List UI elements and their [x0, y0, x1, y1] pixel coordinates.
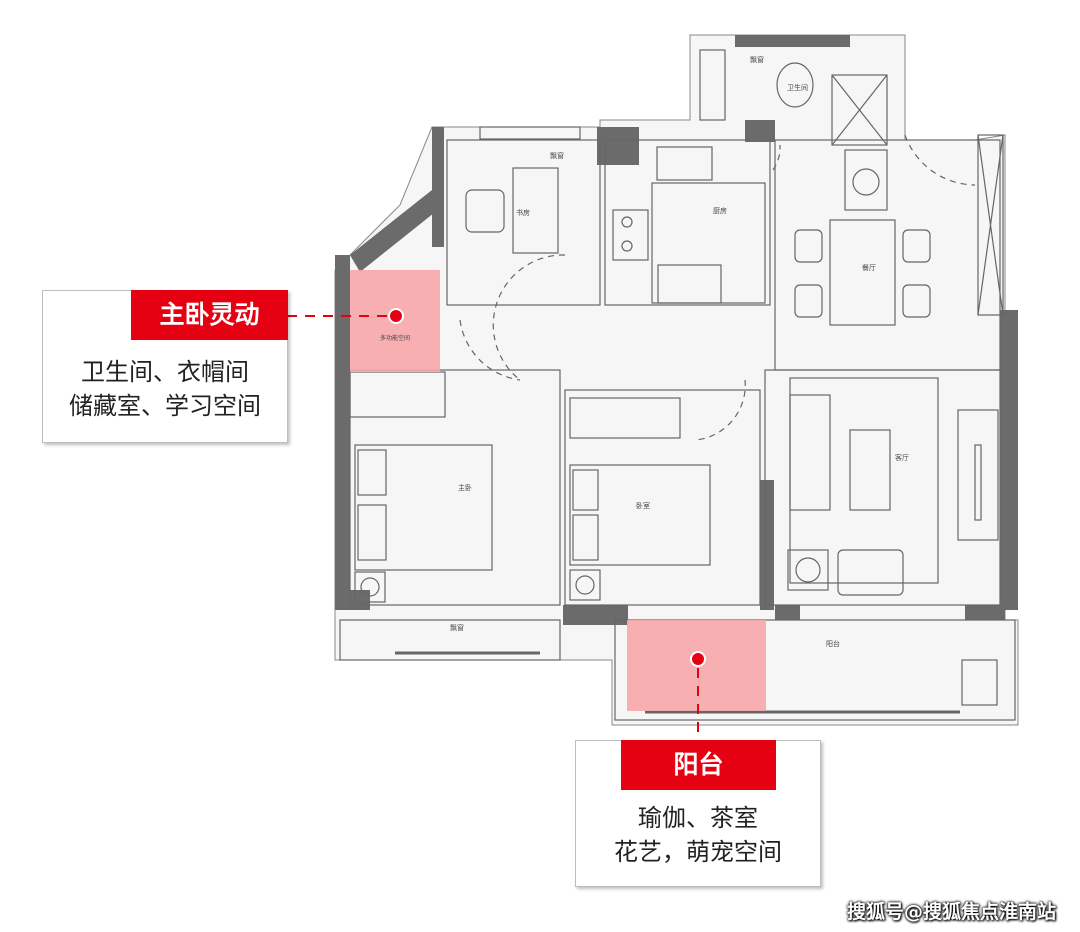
- callout-balcony: 阳台 瑜伽、茶室 花艺，萌宠空间: [575, 740, 821, 887]
- walls: [335, 35, 1018, 625]
- room-label-multi: 多功能空间: [380, 334, 410, 342]
- room-label-living: 客厅: [895, 453, 909, 462]
- room-label-second: 卧室: [636, 501, 650, 510]
- callout-line: 储藏室、学习空间: [69, 392, 261, 420]
- room-label-bath-window: 飘窗: [750, 55, 764, 64]
- room-label-kitchen: 厨房: [713, 206, 727, 215]
- room-label-study-bay: 飘窗: [550, 151, 564, 160]
- room-label-master: 主卧: [458, 483, 472, 492]
- watermark: 搜狐号@搜狐焦点淮南站: [846, 901, 1056, 923]
- callout-tag: 主卧灵动: [131, 290, 288, 340]
- callout-body: 卫生间、衣帽间 储藏室、学习空间: [43, 355, 287, 423]
- room-label-study: 书房: [516, 208, 530, 217]
- room-label-bottom-bay: 飘窗: [450, 623, 464, 632]
- callout-line: 花艺，萌宠空间: [614, 838, 782, 866]
- callout-tag: 阳台: [621, 740, 776, 790]
- room-label-bathroom: 卫生间: [787, 83, 808, 92]
- callout-line: 瑜伽、茶室: [638, 804, 758, 832]
- marker-dot: [690, 651, 706, 667]
- marker-dot: [388, 308, 404, 324]
- callout-line: 卫生间、衣帽间: [81, 358, 249, 386]
- callout-master-bedroom: 主卧灵动 卫生间、衣帽间 储藏室、学习空间: [42, 290, 288, 443]
- room-label-balcony: 阳台: [826, 639, 840, 648]
- room-label-dining: 餐厅: [862, 263, 876, 272]
- callout-body: 瑜伽、茶室 花艺，萌宠空间: [576, 801, 820, 869]
